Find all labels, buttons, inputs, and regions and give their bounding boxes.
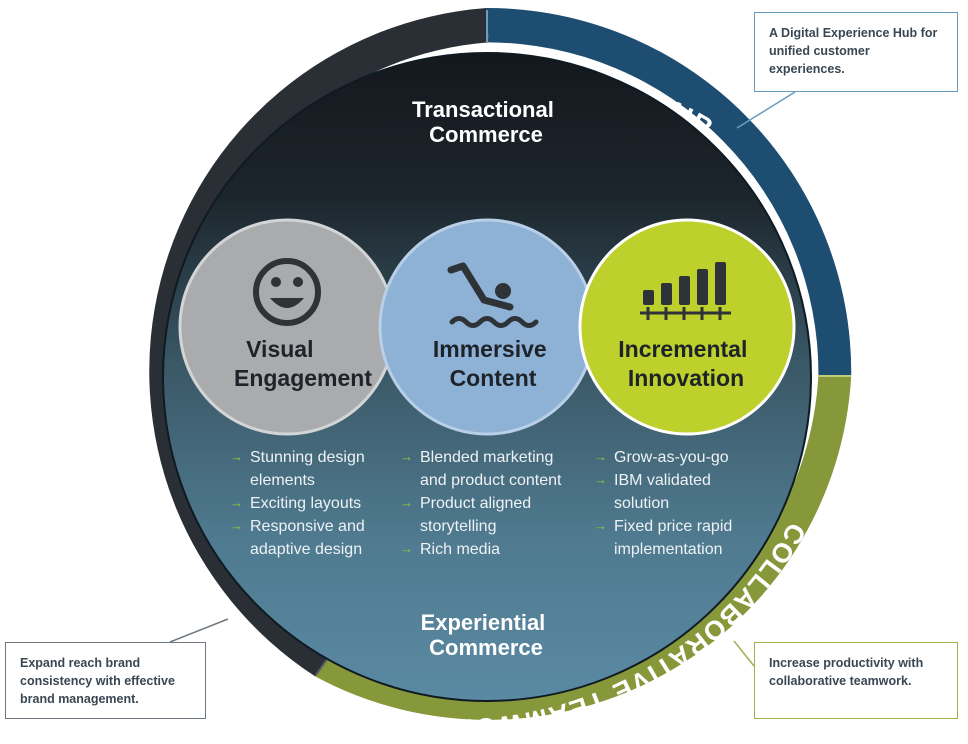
bullet-arrow: → [400,495,413,510]
pillar-circle-incremental [578,218,796,436]
bullet-arrow: → [594,518,607,533]
bullet-arrow: → [594,472,607,487]
bullet-item: Exciting layouts [250,495,361,512]
growth-bars-icon [640,262,731,320]
swimmer-icon [447,262,539,328]
callout-connector-brand [169,618,229,643]
center-top-title: Transactional Commerce [412,97,560,147]
bullet-arrow: → [400,449,413,464]
callout-connector-hub [736,91,796,129]
callout-connector-team [733,640,755,667]
bullet-arrow: → [230,518,243,533]
center-bottom-title: Experiential Commerce [421,610,552,660]
ring-segment-team [315,375,852,720]
bullet-arrow: → [230,449,243,464]
pillar-title-immersive: Immersive Content [433,336,553,391]
callout-hub: A Digital Experience Hub for unified cus… [754,12,958,92]
callout-team: Increase productivity with collaborative… [754,642,958,719]
smiley-face-icon [253,258,321,326]
bullet-arrow: → [230,495,243,510]
bullet-arrow: → [594,449,607,464]
bullet-item: Grow-as-you-go [614,449,729,466]
bullet-arrow: → [400,541,413,556]
pillar-title-visual: Visual Engagement [234,336,372,391]
callout-brand: Expand reach brand consistency with effe… [5,642,206,719]
inner-disc-edge [162,52,812,702]
pillar-circle-immersive [378,218,596,436]
pillar-title-incremental: Incremental Innovation [618,336,754,391]
pillar-circle-visual [178,218,396,436]
ring-segment-hub [486,7,852,376]
bullet-item: Rich media [420,541,500,558]
